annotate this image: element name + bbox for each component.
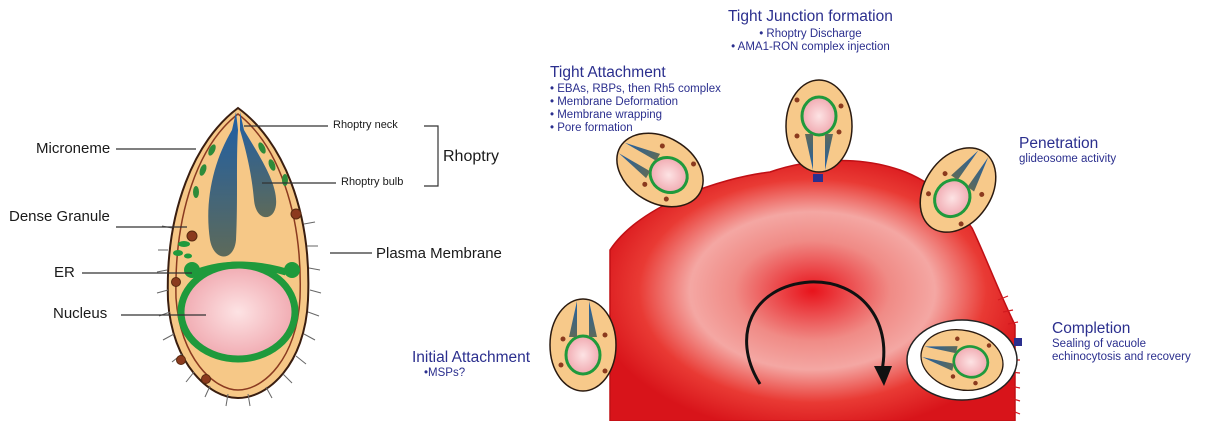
label-rhoptry-neck: Rhoptry neck xyxy=(333,119,398,132)
stage-item: • Pore formation xyxy=(550,122,721,135)
stage-tight-junction: Tight Junction formation • Rhoptry Disch… xyxy=(728,8,893,54)
stage-item: • Membrane wrapping xyxy=(550,109,721,122)
stage-initial-attachment: Initial Attachment •MSPs? xyxy=(412,349,530,380)
stage-item: •MSPs? xyxy=(412,367,530,380)
stage-item: Sealing of vacuole xyxy=(1052,338,1191,351)
stage-item: echinocytosis and recovery xyxy=(1052,351,1191,364)
stage-item: • Membrane Deformation xyxy=(550,96,721,109)
nucleus-shape xyxy=(181,265,295,359)
label-microneme: Microneme xyxy=(36,140,110,157)
label-dense-granule: Dense Granule xyxy=(9,208,110,225)
stage-title: Initial Attachment xyxy=(412,349,530,367)
stage-title: Completion xyxy=(1052,320,1191,338)
parasite-initial-attachment xyxy=(550,299,616,391)
stage-title: Tight Attachment xyxy=(550,64,721,82)
stage-tight-attachment: Tight Attachment • EBAs, RBPs, then Rh5 … xyxy=(550,64,721,136)
stage-item: glideosome activity xyxy=(1019,153,1116,166)
label-rhoptry-bulb: Rhoptry bulb xyxy=(341,176,403,189)
stage-completion: Completion Sealing of vacuole echinocyto… xyxy=(1052,320,1191,364)
label-nucleus: Nucleus xyxy=(53,305,107,322)
stage-penetration: Penetration glideosome activity xyxy=(1019,135,1116,166)
label-er: ER xyxy=(54,264,75,281)
stage-item: • Rhoptry Discharge xyxy=(728,28,893,41)
stage-title: Penetration xyxy=(1019,135,1116,153)
stage-item: • AMA1-RON complex injection xyxy=(728,41,893,54)
label-plasma-membrane: Plasma Membrane xyxy=(376,245,502,262)
label-rhoptry: Rhoptry xyxy=(443,148,499,166)
stage-title: Tight Junction formation xyxy=(728,8,893,26)
stage-item: • EBAs, RBPs, then Rh5 complex xyxy=(550,83,721,96)
